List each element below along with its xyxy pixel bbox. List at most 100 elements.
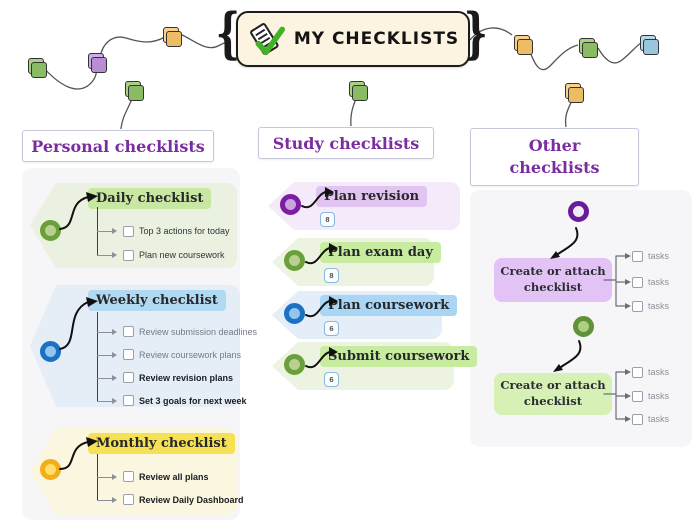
task-label[interactable]: Review coursework plans <box>139 349 242 360</box>
submit-coursework-item: Submit coursework 6 <box>272 342 478 390</box>
node-square-green-1[interactable] <box>28 58 47 78</box>
monthly-arrow <box>59 437 98 470</box>
task-label: tasks <box>648 391 670 401</box>
other-green-arrow <box>553 340 582 372</box>
task-checkbox[interactable] <box>123 225 134 237</box>
task-row: tasks <box>632 365 669 379</box>
task-checkbox[interactable] <box>632 413 643 425</box>
task-checkbox[interactable] <box>123 494 134 505</box>
task-label[interactable]: Plan new coursework <box>139 250 225 260</box>
weekly-arrow <box>59 297 98 350</box>
task-checkbox[interactable] <box>123 326 134 337</box>
weekly-task-list: Review submission deadlines Review cours… <box>97 312 257 412</box>
node-square-blue[interactable] <box>640 35 659 55</box>
task-label[interactable]: Top 3 actions for today <box>139 226 230 236</box>
plan-coursework-count-badge: 6 <box>324 321 339 336</box>
plan-exam-day-arrow <box>305 243 338 265</box>
task-row: tasks <box>632 275 669 289</box>
daily-arrow <box>59 192 98 230</box>
task-label[interactable]: Review submission deadlines <box>139 326 258 337</box>
study-checklists-header[interactable]: Study checklists <box>258 127 434 159</box>
task-row: Review submission deadlines <box>97 320 257 343</box>
study-header-label: Study checklists <box>272 133 420 153</box>
task-checkbox[interactable] <box>632 250 643 262</box>
other-purple-circle[interactable] <box>568 201 589 222</box>
plan-revision-count-badge: 8 <box>320 212 335 227</box>
submit-coursework-count-badge: 6 <box>324 372 339 387</box>
daily-node-circle[interactable] <box>40 220 61 241</box>
plan-exam-day-title[interactable]: Plan exam day <box>320 242 441 263</box>
personal-header-label: Personal checklists <box>31 136 205 156</box>
left-brace: { <box>215 1 240 65</box>
task-label: tasks <box>648 301 670 311</box>
other-header-label: Other checklists <box>509 136 600 177</box>
task-checkbox[interactable] <box>123 349 134 360</box>
task-row: Top 3 actions for today <box>97 219 230 243</box>
checklist-check-icon <box>249 23 285 56</box>
node-square-green-2[interactable] <box>579 38 598 58</box>
task-row: Set 3 goals for next week <box>97 389 257 412</box>
other-purple-arrow <box>550 227 579 259</box>
plan-exam-day-circle[interactable] <box>284 250 305 271</box>
task-checkbox[interactable] <box>123 249 134 261</box>
submit-coursework-circle[interactable] <box>284 354 305 375</box>
task-label[interactable]: Review Daily Dashboard <box>139 494 244 505</box>
task-label: tasks <box>648 414 670 424</box>
plan-revision-circle[interactable] <box>280 194 301 215</box>
plan-revision-arrow <box>301 187 334 209</box>
task-label: tasks <box>648 251 670 261</box>
create-attach-checklist-purple[interactable]: Create or attach checklist <box>494 258 612 302</box>
other-green-circle[interactable] <box>573 316 594 337</box>
other-checklists-header[interactable]: Other checklists <box>470 128 639 186</box>
purple-tasks-elbow <box>603 253 631 309</box>
weekly-checklist-section: Weekly checklist Review submission deadl… <box>30 285 257 407</box>
weekly-checklist-title[interactable]: Weekly checklist <box>88 290 226 311</box>
personal-checklists-header[interactable]: Personal checklists <box>22 130 214 162</box>
green-tasks-elbow <box>603 369 631 422</box>
plan-exam-day-count-badge: 8 <box>324 268 339 283</box>
plan-revision-item: Plan revision 8 <box>268 182 460 230</box>
node-square-purple[interactable] <box>88 53 107 73</box>
weekly-node-circle[interactable] <box>40 341 61 362</box>
daily-task-list: Top 3 actions for today Plan new coursew… <box>97 207 230 267</box>
root-node[interactable]: My checklists <box>236 11 470 67</box>
task-row: Plan new coursework <box>97 243 230 267</box>
task-label: tasks <box>648 277 670 287</box>
monthly-checklist-section: Monthly checklist Review all plans Revie… <box>30 428 244 515</box>
create-attach-checklist-green[interactable]: Create or attach checklist <box>494 373 612 415</box>
node-square-personal[interactable] <box>125 81 144 101</box>
plan-coursework-title[interactable]: Plan coursework <box>320 295 458 316</box>
plan-exam-day-item: Plan exam day 8 <box>272 238 441 286</box>
task-checkbox[interactable] <box>632 366 643 378</box>
node-square-other[interactable] <box>565 83 584 103</box>
task-row: tasks <box>632 412 669 426</box>
daily-checklist-title[interactable]: Daily checklist <box>88 188 212 209</box>
plan-coursework-item: Plan coursework 6 <box>272 291 458 339</box>
task-row: Review Daily Dashboard <box>97 488 244 511</box>
plan-revision-title[interactable]: Plan revision <box>316 186 428 207</box>
task-checkbox[interactable] <box>123 471 134 482</box>
plan-coursework-arrow <box>305 296 338 318</box>
task-row: Review coursework plans <box>97 343 257 366</box>
monthly-node-circle[interactable] <box>40 459 61 480</box>
task-checkbox[interactable] <box>632 276 643 288</box>
task-row: Review revision plans <box>97 366 257 389</box>
plan-coursework-circle[interactable] <box>284 303 305 324</box>
node-square-orange-2[interactable] <box>514 35 533 55</box>
task-label[interactable]: Review all plans <box>139 471 209 482</box>
task-label: tasks <box>648 367 670 377</box>
node-square-study[interactable] <box>349 81 368 101</box>
task-checkbox[interactable] <box>632 390 643 402</box>
task-checkbox[interactable] <box>123 395 134 406</box>
submit-coursework-title[interactable]: Submit coursework <box>320 346 478 367</box>
task-checkbox[interactable] <box>123 372 134 383</box>
task-row: tasks <box>632 299 669 313</box>
task-label[interactable]: Set 3 goals for next week <box>139 395 247 406</box>
task-row: tasks <box>632 389 669 403</box>
root-title: My checklists <box>293 29 460 49</box>
monthly-checklist-title[interactable]: Monthly checklist <box>88 433 235 454</box>
task-checkbox[interactable] <box>632 300 643 312</box>
task-label[interactable]: Review revision plans <box>139 372 234 383</box>
node-square-orange-1[interactable] <box>163 27 182 47</box>
